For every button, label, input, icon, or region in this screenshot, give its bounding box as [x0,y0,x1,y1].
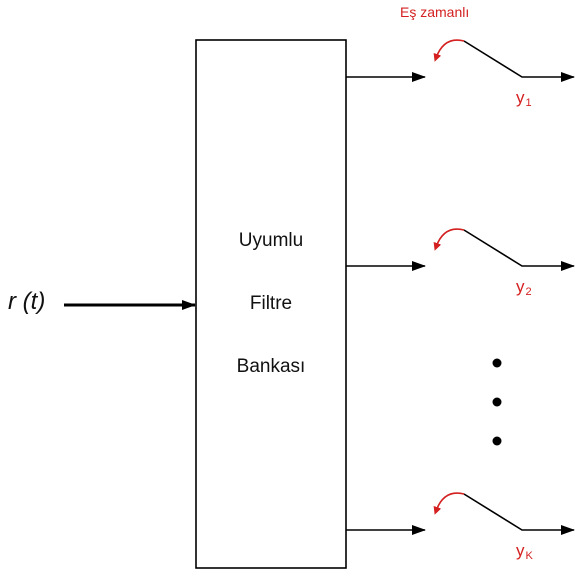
sampling-switch-2 [463,229,556,267]
filter-bank-box [195,39,347,569]
output-label-k: yK [516,541,533,562]
output-label-k-sub: K [525,550,533,562]
output-label-k-base: y [516,541,525,560]
sync-curve-arrow-1 [433,39,465,62]
filter-bank-label-line1: Uyumlu [238,230,304,251]
output-label-2: y2 [516,277,532,298]
ellipsis-dot-2 [492,397,502,407]
input-signal-label: r (t) [8,288,46,315]
sampling-switch-1 [463,40,556,78]
output-label-1-base: y [516,88,525,107]
output-label-1: y1 [516,88,532,109]
sync-curve-arrow-k [433,492,465,515]
output-branch-2 [346,228,575,271]
output-branch-1 [346,39,575,82]
ellipsis-dot-3 [492,436,502,446]
filter-bank-label-line3: Bankası [236,356,306,377]
sampling-switch-k [463,493,556,531]
output-label-2-base: y [516,277,525,296]
sync-curve-arrow-2 [433,228,465,251]
ellipsis-dot-1 [492,358,502,368]
sync-label: Eş zamanlı [400,4,470,20]
output-label-2-sub: 2 [525,286,532,298]
output-label-1-sub: 1 [525,97,532,109]
filter-bank-label-line2: Filtre [249,293,293,314]
output-branch-k [346,492,575,535]
